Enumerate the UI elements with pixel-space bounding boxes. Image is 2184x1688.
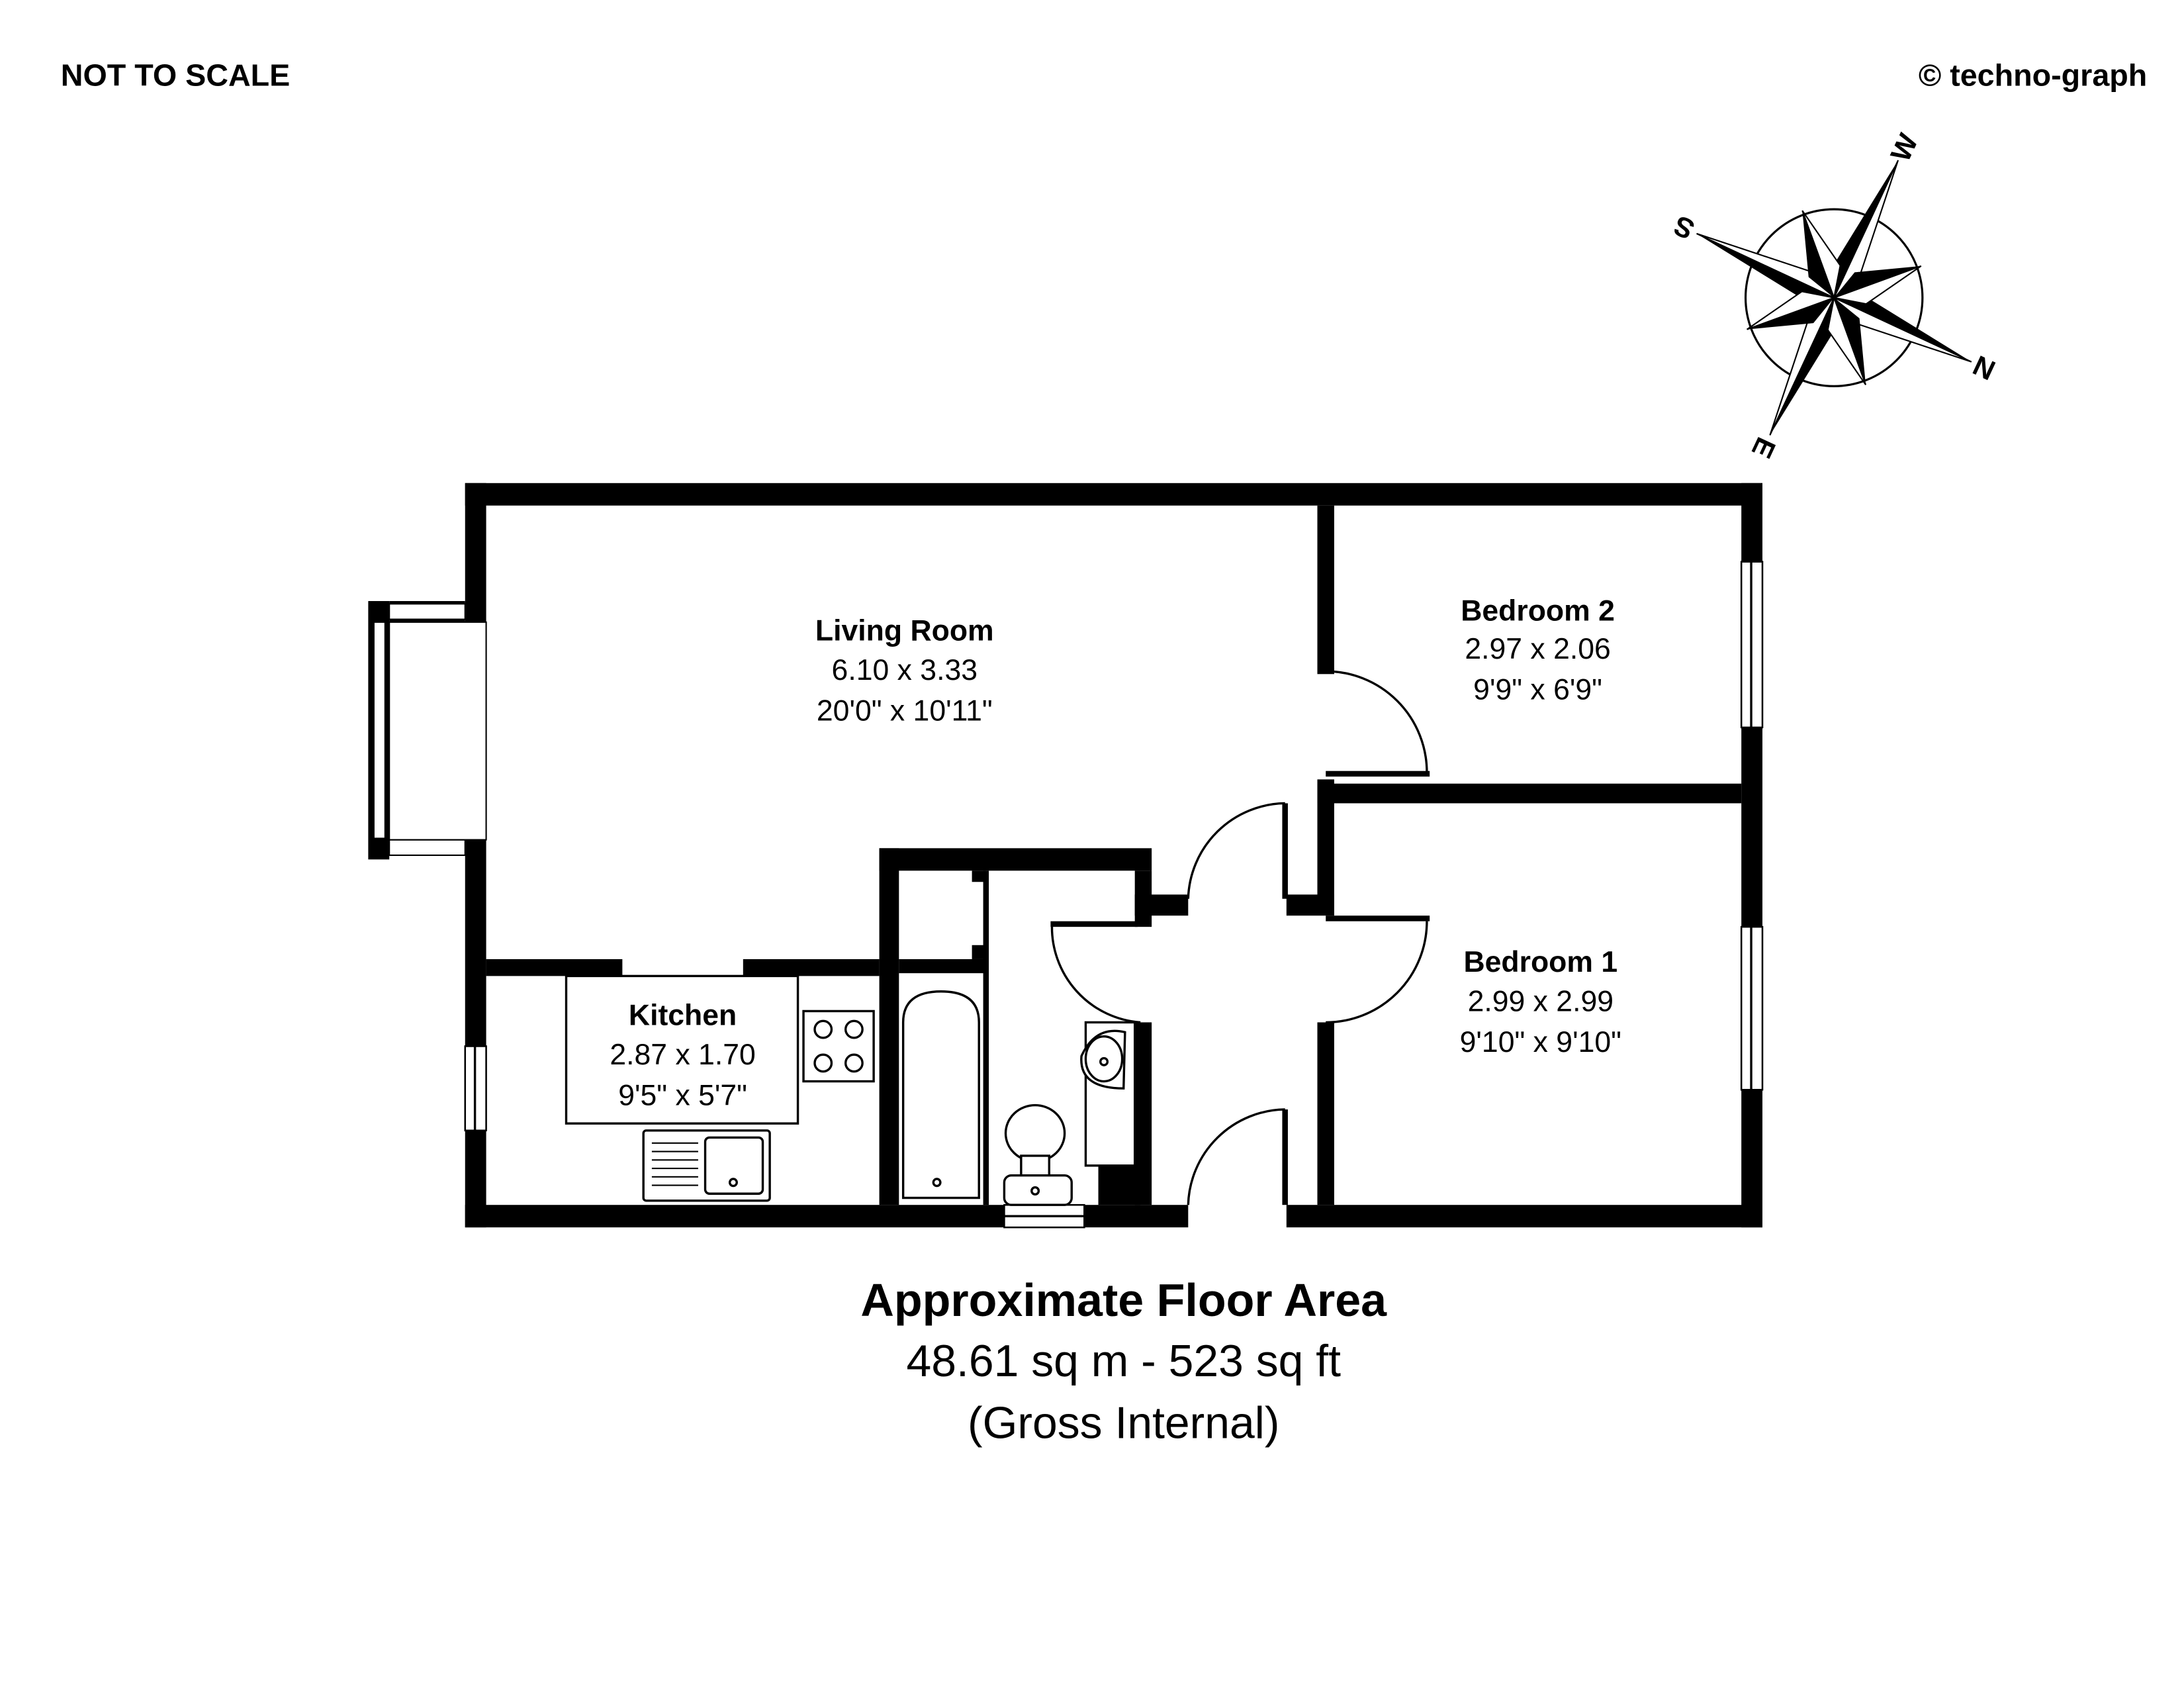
sink-icon xyxy=(642,1129,771,1202)
bedroom-1-metric: 2.99 x 2.99 xyxy=(1468,985,1614,1017)
floor-area-value: 48.61 sq m - 523 sq ft xyxy=(906,1336,1341,1386)
kitchen-metric: 2.87 x 1.70 xyxy=(610,1039,755,1071)
kitchen-imperial: 9'5" x 5'7" xyxy=(618,1080,747,1112)
floor-area-title: Approximate Floor Area xyxy=(860,1274,1387,1326)
hob-icon xyxy=(802,1009,875,1083)
bay-window xyxy=(368,600,487,860)
copyright-label: © techno-graph xyxy=(1919,58,2147,92)
bathroom-door xyxy=(1050,921,1141,1024)
toilet-icon xyxy=(1003,1103,1073,1206)
bedroom-1-imperial: 9'10" x 9'10" xyxy=(1460,1026,1621,1058)
compass-short-points xyxy=(1747,210,1922,385)
bedroom-2-label: Bedroom 2 2.97 x 2.06 9'9" x 6'9" xyxy=(1461,595,1615,706)
front-door xyxy=(1187,1108,1288,1205)
bedroom-1-label: Bedroom 1 2.99 x 2.99 9'10" x 9'10" xyxy=(1460,946,1621,1058)
kitchen-name: Kitchen xyxy=(629,1000,737,1032)
bathtub-icon xyxy=(901,990,980,1199)
floor-area-summary: Approximate Floor Area 48.61 sq m - 523 … xyxy=(860,1274,1387,1448)
bedroom-2-door xyxy=(1326,670,1430,777)
compass-rose-icon: N E S W xyxy=(1669,129,2000,463)
living-room-imperial: 20'0" x 10'11" xyxy=(817,694,993,727)
bedroom-2-metric: 2.97 x 2.06 xyxy=(1465,633,1610,665)
kitchen-counter xyxy=(565,974,799,1125)
compass-north-label: N xyxy=(1968,350,2000,387)
bedroom-1-door xyxy=(1326,915,1430,1024)
compass-west-label: W xyxy=(1885,129,1925,166)
floor-area-note: (Gross Internal) xyxy=(968,1398,1279,1448)
compass-east-label: E xyxy=(1746,433,1782,463)
basin-icon xyxy=(1080,1021,1136,1167)
living-room-label: Living Room 6.10 x 3.33 20'0" x 10'11" xyxy=(815,614,994,727)
bedroom-2-name: Bedroom 2 xyxy=(1461,595,1615,628)
living-room-name: Living Room xyxy=(815,614,994,647)
living-room-door xyxy=(1187,802,1288,899)
bedroom-1-name: Bedroom 1 xyxy=(1463,946,1617,978)
not-to-scale-label: NOT TO SCALE xyxy=(61,58,290,92)
kitchen-label: Kitchen 2.87 x 1.70 9'5" x 5'7" xyxy=(610,1000,755,1112)
living-room-metric: 6.10 x 3.33 xyxy=(832,654,978,686)
compass-south-label: S xyxy=(1669,209,1700,246)
bedroom-2-imperial: 9'9" x 6'9" xyxy=(1473,673,1602,706)
compass-long-points xyxy=(1696,160,1972,436)
